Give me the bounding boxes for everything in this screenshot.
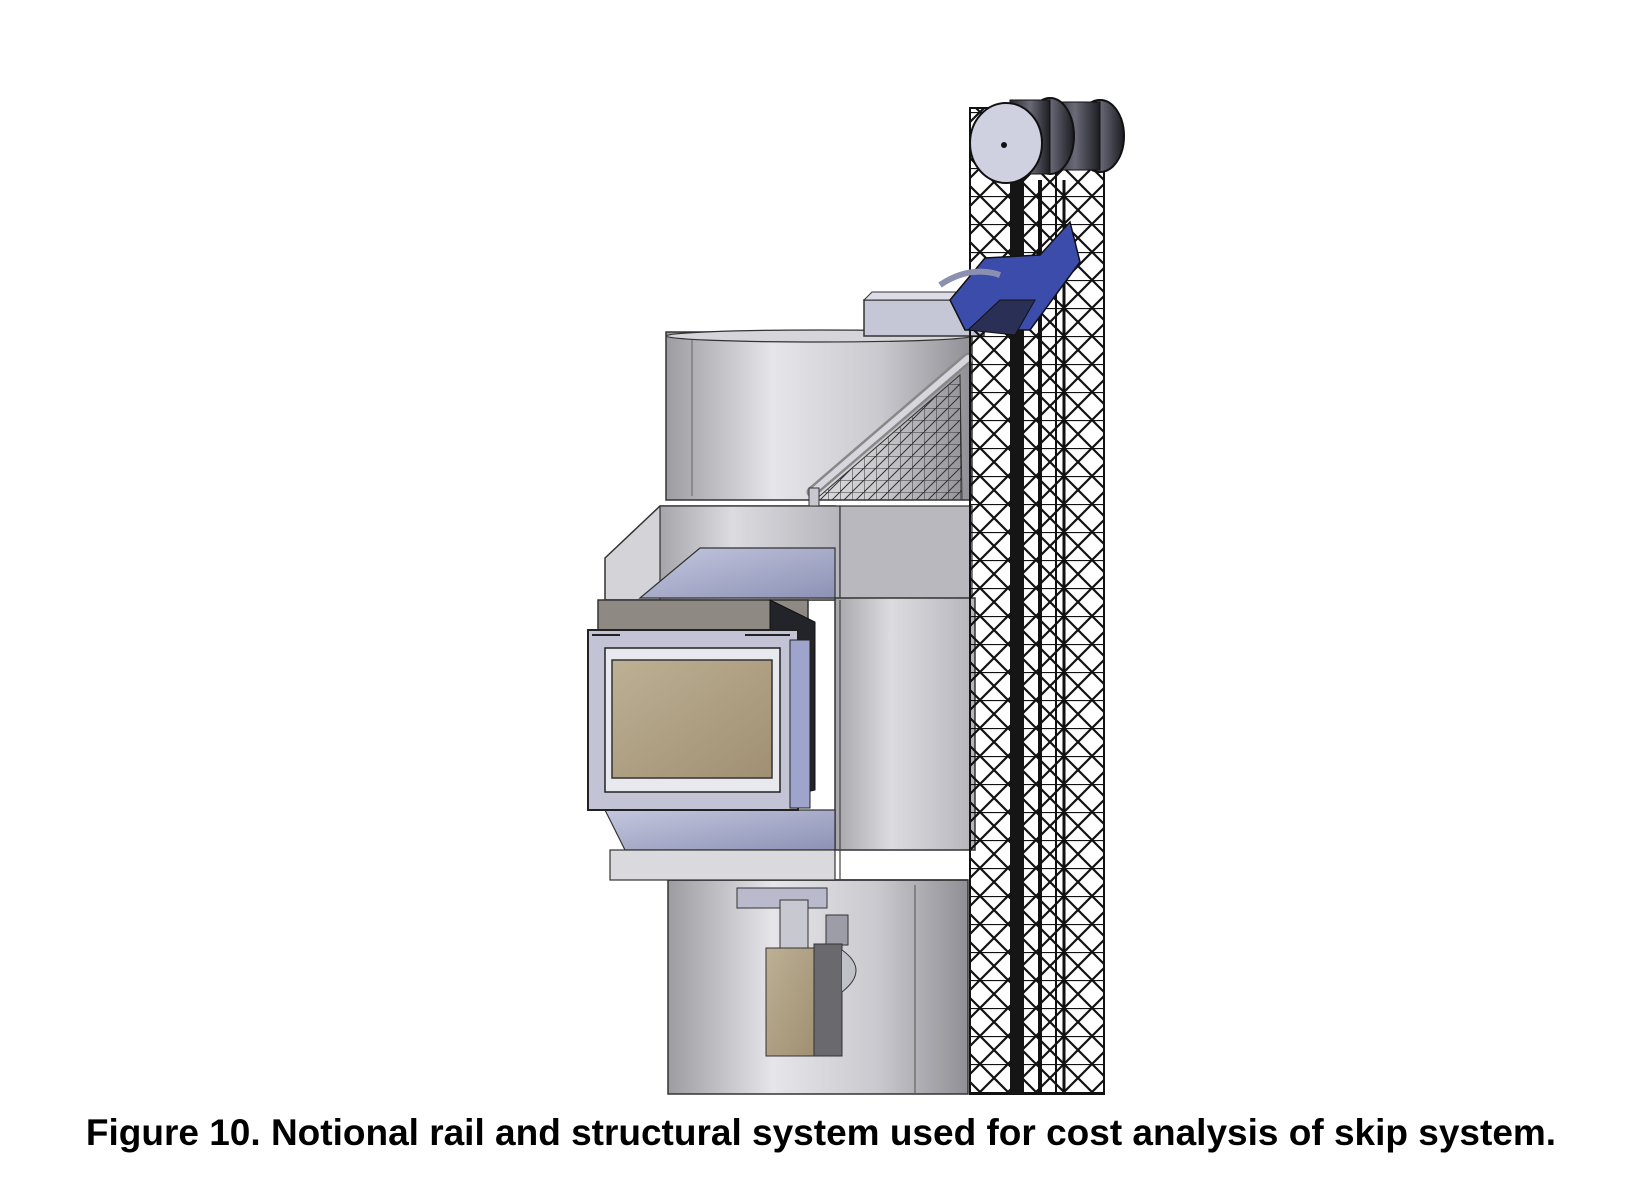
motor-drive: [938, 220, 1081, 336]
hopper-housing: [604, 505, 976, 881]
skip-bucket-large: [587, 599, 816, 811]
figure-illustration: [587, 97, 1125, 1095]
inclined-chute: [806, 352, 974, 507]
winch-drum-icon: [969, 97, 1125, 184]
skip-bucket-icon: [736, 887, 857, 1057]
figure-caption: Figure 10. Notional rail and structural …: [85, 1112, 1557, 1153]
